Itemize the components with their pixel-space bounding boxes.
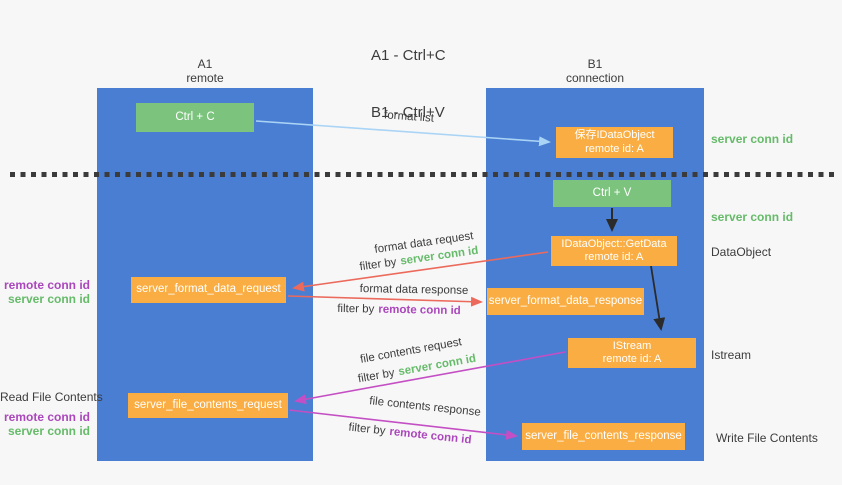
save-dataobject-node: 保存IDataObject remote id: A — [556, 127, 673, 158]
format-list-arrow — [255, 120, 551, 147]
read-file-contents-label: Read File Contents — [0, 390, 103, 404]
format-data-request-arrow — [292, 251, 549, 292]
left-column-name: A1 — [197, 57, 213, 71]
format-data-response-arrow — [287, 295, 483, 307]
ctrl-c-node: Ctrl + C — [136, 103, 254, 132]
save-dataobject-line2: remote id: A — [585, 142, 644, 155]
write-file-contents-label: Write File Contents — [716, 431, 818, 445]
istream-line2: remote id: A — [602, 353, 662, 365]
left-column-role: remote — [186, 71, 224, 85]
ctrl-v-label: Ctrl + V — [592, 186, 632, 199]
diagram-title: A1 - Ctrl+C B1 - Ctrl+V — [371, 8, 446, 160]
file-contents-request-arrow — [294, 351, 566, 405]
remote-conn-id-left-label-2: remote conn id — [3, 410, 90, 424]
getdata-line2: remote id: A — [584, 251, 644, 263]
phase-separator-dotted-line — [10, 172, 834, 177]
file-request-label: server_file_contents_request — [134, 398, 282, 411]
ctrl-v-node: Ctrl + V — [553, 180, 671, 207]
istream-node: IStream remote id: A — [568, 338, 696, 368]
server-format-data-request-node: server_format_data_request — [131, 277, 286, 303]
server-conn-id-right-mid-label: server conn id — [711, 210, 794, 224]
title-line-1: A1 - Ctrl+C — [371, 47, 446, 64]
idataobject-getdata-node: IDataObject::GetData remote id: A — [551, 236, 677, 266]
format-data-response-label: format data response — [359, 283, 469, 297]
remote-conn-id-text: remote conn id — [378, 303, 461, 318]
server-file-contents-response-node: server_file_contents_response — [522, 423, 685, 450]
file-response-label: server_file_contents_response — [525, 429, 682, 442]
right-column-header: B1 connection — [535, 57, 655, 85]
remote-conn-id-left-label-1: remote conn id — [3, 278, 90, 292]
istream-side-label: Istream — [711, 348, 752, 362]
format-request-label: server_format_data_request — [136, 283, 281, 296]
istream-line1: IStream — [612, 339, 652, 352]
getdata-line1: IDataObject::GetData — [561, 237, 667, 250]
title-line-2: B1 - Ctrl+V — [371, 104, 445, 121]
dataobject-label: DataObject — [711, 245, 772, 259]
server-conn-id-left-label-1: server conn id — [7, 292, 90, 306]
server-conn-id-left-label-2: server conn id — [7, 424, 90, 438]
save-dataobject-line1: 保存IDataObject — [574, 129, 655, 141]
getdata-to-istream-arrow — [650, 265, 666, 331]
left-column-header: A1 remote — [145, 57, 265, 85]
right-column-name: B1 — [587, 57, 603, 71]
filter-by-text: filter by — [337, 302, 375, 316]
server-format-data-response-node: server_format_data_response — [487, 288, 644, 315]
server-conn-id-right-top-label: server conn id — [711, 132, 794, 146]
server-file-contents-request-node: server_file_contents_request — [128, 393, 288, 418]
right-column-role: connection — [565, 71, 625, 85]
file-contents-response-arrow — [288, 409, 518, 440]
format-response-label: server_format_data_response — [488, 294, 643, 307]
ctrl-c-label: Ctrl + C — [175, 110, 215, 123]
